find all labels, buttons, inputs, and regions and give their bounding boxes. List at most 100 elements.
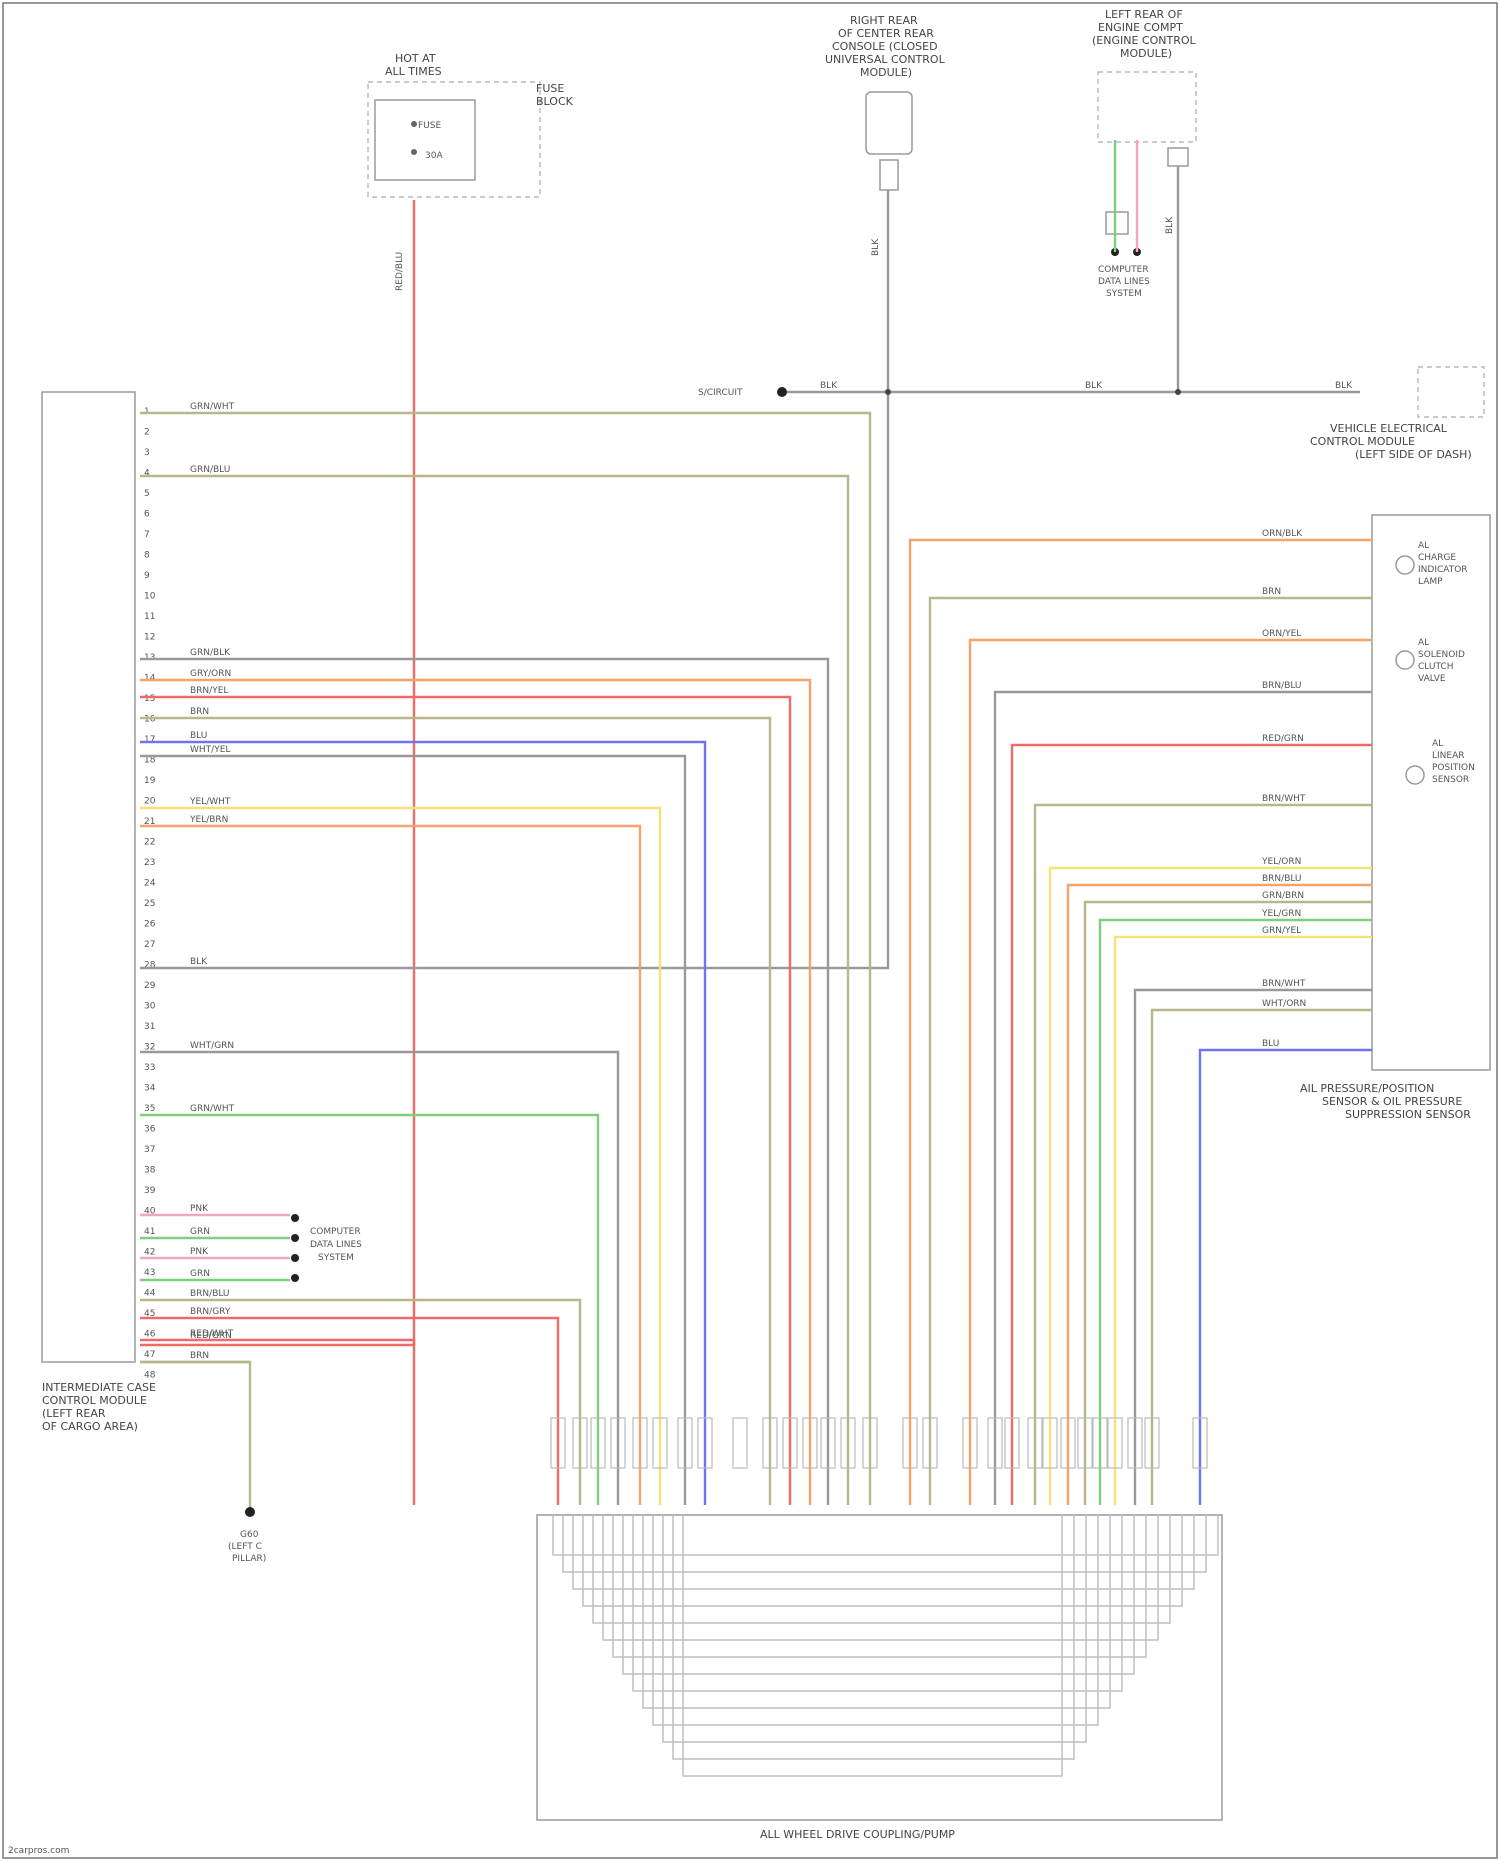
wire-label-r3: ORN/YEL — [1262, 629, 1301, 639]
module-pin-number: 16 — [144, 715, 156, 725]
bus-label: BLK — [820, 381, 838, 391]
module-pin-number: 22 — [144, 838, 155, 848]
module-pin-number: 36 — [144, 1125, 156, 1135]
module-pin-number: 3 — [144, 448, 150, 458]
wire-label-w8: WHT/YEL — [190, 745, 230, 755]
module-pin-number: 24 — [144, 879, 156, 889]
module-pin-number: 42 — [144, 1248, 155, 1258]
svg-text:MODULE): MODULE) — [860, 66, 912, 79]
svg-text:PILLAR): PILLAR) — [232, 1554, 266, 1564]
top-mid-connector — [880, 160, 898, 190]
module-pin-number: 9 — [144, 571, 150, 581]
module-pin-number: 35 — [144, 1104, 155, 1114]
module-pin-number: 25 — [144, 899, 155, 909]
wire-w3 — [140, 659, 828, 1505]
top-right-component — [1098, 72, 1196, 142]
module-pin-number: 39 — [144, 1186, 156, 1196]
module-pin-number: 48 — [144, 1371, 156, 1381]
right-big-component — [1372, 515, 1490, 1070]
wire-label-w3: GRN/BLK — [190, 648, 231, 658]
wire-w9 — [140, 808, 660, 1505]
module-pin-number: 7 — [144, 530, 150, 540]
junction-node — [1175, 389, 1181, 395]
ground-wire — [140, 1362, 250, 1510]
wire-label-w9: YEL/WHT — [189, 797, 231, 807]
module-pin-number: 41 — [144, 1227, 155, 1237]
wire-r3 — [970, 640, 1372, 1505]
svg-text:AL: AL — [1418, 638, 1429, 648]
svg-text:ENGINE COMPT: ENGINE COMPT — [1098, 21, 1183, 34]
wire-w2 — [140, 476, 848, 1505]
module-pin-number: 15 — [144, 694, 155, 704]
watermark-text: 2carpros.com — [8, 1846, 69, 1856]
connector-loop-wire — [683, 1515, 1062, 1776]
svg-text:VEHICLE ELECTRICAL: VEHICLE ELECTRICAL — [1330, 422, 1448, 435]
svg-text:AIL PRESSURE/POSITION: AIL PRESSURE/POSITION — [1300, 1082, 1434, 1095]
svg-text:(LEFT REAR: (LEFT REAR — [42, 1407, 106, 1420]
wire-label-r10: YEL/GRN — [1261, 909, 1301, 919]
svg-text:(ENGINE CONTROL: (ENGINE CONTROL — [1092, 34, 1197, 47]
wire-label-r13: WHT/ORN — [1262, 999, 1306, 1009]
svg-text:SYSTEM: SYSTEM — [318, 1253, 354, 1263]
wire-label-r2: BRN — [1262, 587, 1281, 597]
wire-label-w6: BRN — [190, 707, 209, 717]
wire-r10 — [1100, 920, 1372, 1505]
wire-label-r8: BRN/BLU — [1262, 874, 1302, 884]
connector-loop-wire — [613, 1515, 1146, 1657]
svg-text:CHARGE: CHARGE — [1418, 553, 1456, 563]
module-pin-number: 11 — [144, 612, 155, 622]
module-box — [42, 392, 135, 1362]
svg-text:DATA LINES: DATA LINES — [1098, 277, 1150, 287]
wire-label-r11: GRN/YEL — [1262, 926, 1301, 936]
wire-label-r5: RED/GRN — [1262, 734, 1304, 744]
wire-r8 — [1068, 885, 1372, 1505]
wire-w8 — [140, 756, 685, 1505]
svg-text:LAMP: LAMP — [1418, 577, 1443, 587]
wire-r11 — [1115, 937, 1372, 1505]
fuse-node — [411, 121, 417, 127]
svg-text:DATA LINES: DATA LINES — [310, 1240, 362, 1250]
bus-label: BLK — [1335, 381, 1353, 391]
top-mid-label: RIGHT REAR OF CENTER REAR CONSOLE (CLOSE… — [825, 14, 946, 79]
wire-label-w17: GRN — [190, 1269, 210, 1279]
module-pin-number: 8 — [144, 551, 150, 561]
mid-vertical-wire — [140, 190, 888, 968]
module-pin-number: 47 — [144, 1350, 155, 1360]
ground-node — [245, 1507, 255, 1517]
motor3-label: AL LINEAR POSITION SENSOR — [1432, 739, 1475, 785]
svg-text:OF CARGO AREA): OF CARGO AREA) — [42, 1420, 138, 1433]
connector-loop-wire — [643, 1515, 1110, 1708]
svg-text:COMPUTER: COMPUTER — [310, 1227, 361, 1237]
module-pin-number: 43 — [144, 1268, 155, 1278]
motor2-label: AL SOLENOID CLUTCH VALVE — [1418, 638, 1465, 684]
ground-label: G60 (LEFT C PILLAR) — [228, 1530, 266, 1564]
wire-label-w13: GRN/WHT — [190, 1104, 235, 1114]
svg-text:SYSTEM: SYSTEM — [1106, 289, 1142, 299]
svg-text:FUSE: FUSE — [536, 82, 564, 95]
data-link-nodes — [291, 1214, 299, 1282]
module-pin-number: 27 — [144, 940, 155, 950]
svg-text:(LEFT C: (LEFT C — [228, 1542, 262, 1552]
fuse-block-label: HOT AT ALL TIMES FUSE BLOCK FUSE 30A — [385, 52, 574, 161]
svg-text:SUPPRESSION SENSOR: SUPPRESSION SENSOR — [1345, 1108, 1471, 1121]
wire-w20 — [140, 1340, 414, 1505]
motor1-label: AL CHARGE INDICATOR LAMP — [1418, 541, 1468, 587]
svg-text:SENSOR & OIL PRESSURE: SENSOR & OIL PRESSURE — [1322, 1095, 1462, 1108]
wire-w4 — [140, 680, 810, 1505]
svg-text:SOLENOID: SOLENOID — [1418, 650, 1465, 660]
wire-label-w21: BRN — [190, 1351, 209, 1361]
svg-text:UNIVERSAL CONTROL: UNIVERSAL CONTROL — [825, 53, 946, 66]
svg-text:HOT AT: HOT AT — [395, 52, 436, 65]
svg-text:CONSOLE (CLOSED: CONSOLE (CLOSED — [832, 40, 938, 53]
module-pin-number: 33 — [144, 1063, 155, 1073]
left-wire-group: GRN/WHTGRN/BLUGRN/BLKGRY/ORNBRN/YELBRNBL… — [140, 402, 870, 1505]
wire-r5 — [1012, 745, 1372, 1505]
wire-w10 — [140, 826, 640, 1505]
charge-lamp-symbol — [1396, 556, 1414, 574]
module-pin-number: 44 — [144, 1289, 156, 1299]
wire-label-r14: BLU — [1262, 1039, 1279, 1049]
wire-label-w1: GRN/WHT — [190, 402, 235, 412]
top-right-connector-a — [1106, 212, 1128, 234]
wire-label-w10: YEL/BRN — [189, 815, 228, 825]
svg-text:(LEFT SIDE OF DASH): (LEFT SIDE OF DASH) — [1355, 448, 1472, 461]
